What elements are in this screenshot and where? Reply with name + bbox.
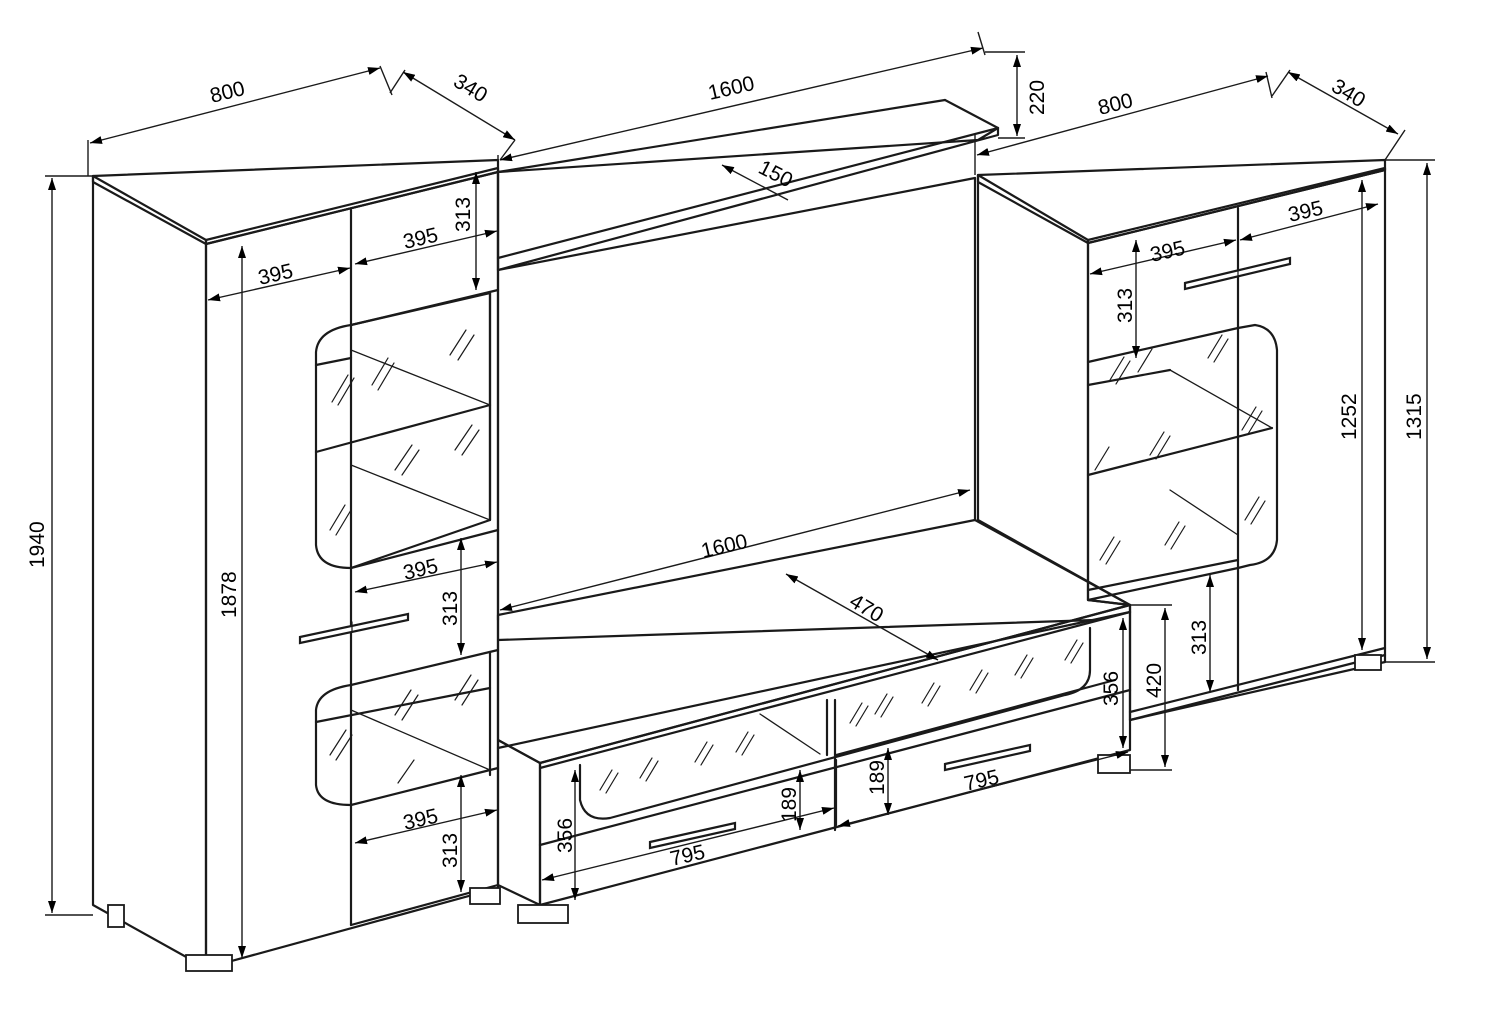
left-cabinet: [91, 158, 501, 972]
top-shelf-depth-label: 150: [755, 156, 797, 192]
left-top-width-label: 395: [401, 224, 440, 254]
tv-drawer-right-height-label: 189: [866, 760, 889, 795]
left-mid-height-label: 313: [439, 591, 462, 626]
right-top-left-width-label: 395: [1148, 237, 1187, 267]
left-cabinet-height-label: 1940: [26, 521, 49, 568]
left-door-height-label: 1878: [218, 571, 241, 618]
left-top-height-label: 313: [452, 197, 475, 232]
left-mid-width-label: 395: [401, 555, 440, 585]
right-cabinet-width-label: 800: [1096, 89, 1136, 120]
tv-stand-inner-height-label: 356: [1100, 671, 1123, 706]
right-top-right-width-label: 395: [1286, 197, 1325, 227]
left-glass-hatches: [329, 329, 480, 784]
right-cabinet: [976, 158, 1387, 722]
tv-stand: [496, 518, 1132, 924]
tv-drawer-right-width-label: 795: [962, 766, 1001, 796]
left-low-width-label: 395: [401, 805, 440, 835]
tv-stand-depth-label: 470: [845, 590, 887, 628]
tv-stand-front-height-label: 356: [554, 818, 577, 853]
top-shelf-height-label: 220: [1026, 80, 1049, 115]
left-upper-door-width-label: 395: [256, 260, 295, 290]
right-top-height-label: 313: [1114, 288, 1137, 323]
left-low-height-label: 313: [439, 833, 462, 868]
right-bottom-height-label: 313: [1188, 620, 1211, 655]
tv-stand-width-label: 1600: [699, 530, 750, 563]
right-cabinet-height-label: 1315: [1403, 393, 1426, 440]
right-glass-hatches: [1094, 334, 1266, 565]
tv-stand-height-label: 420: [1143, 663, 1166, 698]
top-shelf-width-label: 1600: [706, 72, 757, 105]
right-door-height-label: 1252: [1338, 393, 1361, 440]
tv-drawer-left-width-label: 795: [668, 841, 707, 871]
right-cabinet-depth-label: 340: [1327, 75, 1369, 113]
tv-drawer-left-height-label: 189: [778, 787, 801, 822]
left-cabinet-depth-label: 340: [449, 70, 491, 108]
dimension-lines: [45, 31, 1435, 958]
tv-glass-hatches: [599, 639, 1084, 794]
dimension-labels: 800 340 1940 1878 395 395 313 395 313 39…: [26, 70, 1426, 871]
